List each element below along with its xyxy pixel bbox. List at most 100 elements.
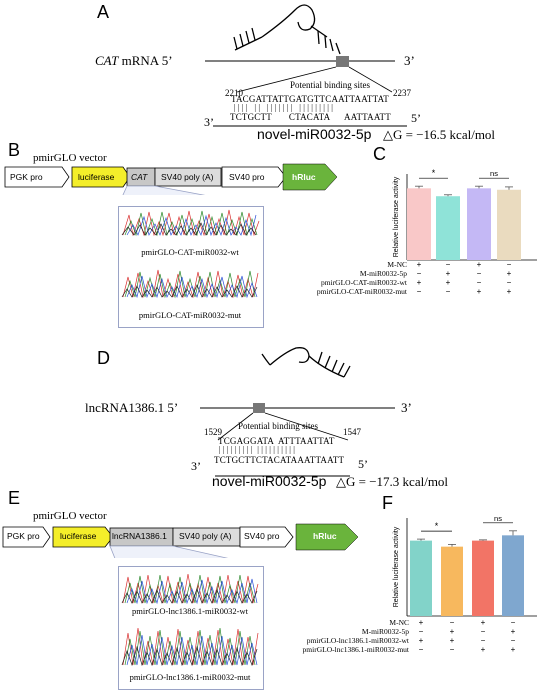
design-mark: + (510, 645, 516, 654)
y-axis-label: Relative luciferase activity (393, 176, 400, 257)
bar-2 (441, 546, 463, 616)
part-hrluc-b: hRluc (292, 172, 316, 182)
vector-label-e: pmirGLO vector (33, 510, 107, 522)
sv40-polya-box (154, 167, 222, 187)
row-label: pmirGLO-CAT-miR0032-mut (316, 287, 407, 296)
design-mark: − (418, 645, 424, 654)
start-pos-d: 1529 (204, 427, 222, 437)
design-mark: + (418, 618, 424, 627)
row-label: pmirGLO-lnc1386.1-miR0032-mut (302, 645, 409, 654)
chromatogram-box-e (118, 566, 264, 690)
chromatogram-e (121, 573, 259, 667)
target-seq-a: TACGATTATTGATGTTCAATTAATTAT (231, 94, 390, 104)
part-pgk-e: PGK pro (7, 531, 40, 541)
cat-mrna-suffix: mRNA 5’ (118, 53, 173, 68)
mirna-3-end-a: 3’ (204, 115, 214, 129)
target-seq-d: TCGAGGATA ATTTAATTAT (218, 436, 335, 446)
design-mark: + (449, 627, 455, 636)
seq-wt-caption-b: pmirGLO-CAT-miR0032-wt (141, 247, 239, 257)
design-mark: − (476, 269, 482, 278)
design-mark: + (449, 636, 455, 645)
design-mark: − (416, 269, 422, 278)
design-mark: − (445, 287, 451, 296)
mirna-seq-d: TCTGCTTCTACATAAATTAATT (214, 455, 345, 465)
delta-g-a: △G = −16.5 kcal/mol (383, 127, 496, 142)
binding-sites-label-a: Potential binding sites (290, 80, 370, 90)
pair-marks-a: | | | | | | | | | | | | | | | | | | | | … (234, 103, 334, 112)
design-mark: − (480, 627, 486, 636)
design-mark: − (416, 287, 422, 296)
design-mark: − (510, 636, 516, 645)
vector-map-e (2, 523, 359, 558)
binding-site-box-d (253, 403, 265, 413)
design-mark: − (449, 618, 455, 627)
part-sv40-pro-b: SV40 pro (229, 172, 265, 182)
end-pos-a: 2237 (393, 88, 411, 98)
sig-label-2: ns (494, 514, 502, 523)
seq-mut-caption-b: pmirGLO-CAT-miR0032-mut (138, 310, 242, 320)
mirna-name-a: novel-miR0032-5p (257, 126, 372, 142)
design-mark: + (445, 278, 451, 287)
design-mark: − (506, 278, 512, 287)
design-mark: − (510, 618, 516, 627)
part-pgk-b: PGK pro (10, 172, 43, 182)
mirna-5-end-a: 5’ (411, 111, 421, 125)
part-luciferase-e: luciferase (60, 531, 97, 541)
row-label: M-miR0032-5p (359, 269, 407, 278)
design-mark: + (418, 636, 424, 645)
chart-c: Relative luciferase activity * ns (393, 168, 537, 261)
panel-b-letter: B (8, 140, 21, 160)
sv40-pro-arrow-e (239, 526, 294, 548)
sig-label-1: * (432, 168, 436, 178)
panel-a-drawing (205, 4, 407, 127)
bar-2 (436, 196, 460, 260)
pgk-pro-arrow-e (2, 526, 51, 548)
binding-sites-label-d: Potential binding sites (238, 421, 318, 431)
bar-4 (497, 189, 521, 260)
panel-a-letter: A (97, 2, 110, 22)
bar-3 (467, 188, 491, 260)
design-mark: − (449, 645, 455, 654)
design-mark: + (445, 269, 451, 278)
design-mark: − (506, 260, 512, 269)
vector-map-b (4, 163, 338, 195)
sig-label-2: ns (490, 169, 498, 178)
lnc-3-end: 3’ (401, 400, 412, 415)
vector-label-b: pmirGLO vector (33, 152, 107, 164)
start-pos-a: 2210 (225, 88, 243, 98)
chromatogram-box-b (118, 206, 264, 328)
sv40-pro-arrow (221, 166, 287, 188)
design-mark: + (480, 618, 486, 627)
panel-e-letter: E (8, 488, 21, 508)
cat-3-end: 3’ (404, 53, 415, 68)
pair-marks-d: | | | | | | | | | | | | | | | | | | | (219, 445, 296, 454)
design-mark: + (506, 287, 512, 296)
design-mark: + (476, 287, 482, 296)
row-label: M-miR0032-5p (361, 627, 409, 636)
design-mark: + (416, 260, 422, 269)
end-pos-d: 1547 (343, 427, 361, 437)
mirna-5-end-d: 5’ (358, 457, 368, 471)
design-mark: + (506, 269, 512, 278)
part-sv40-polya-e: SV40 poly (A) (179, 531, 232, 541)
sig-label-1: * (435, 521, 439, 531)
bar-1 (410, 540, 432, 616)
panel-f-letter: F (382, 493, 393, 513)
cat-mrna-label: CAT mRNA 5’ (95, 53, 173, 69)
chart-f: Relative luciferase activity*ns (393, 514, 537, 617)
part-cat-b: CAT (131, 172, 148, 182)
part-lnc-e: lncRNA1386.1 (112, 531, 167, 541)
delta-g-d: △G = −17.3 kcal/mol (336, 474, 449, 489)
design-mark: + (416, 278, 422, 287)
bar-1 (407, 188, 431, 260)
seq-wt-caption-e: pmirGLO-lnc1386.1-miR0032-wt (132, 606, 248, 616)
design-mark: − (476, 278, 482, 287)
part-luciferase-b: luciferase (78, 172, 115, 182)
row-label: M-NC (387, 260, 407, 269)
mirna-name-d: novel-miR0032-5p (212, 473, 327, 489)
design-mark: + (476, 260, 482, 269)
luciferase-arrow-e (52, 526, 114, 548)
bar-3 (472, 540, 494, 616)
row-label: M-NC (389, 618, 409, 627)
binding-site-box (336, 56, 349, 67)
